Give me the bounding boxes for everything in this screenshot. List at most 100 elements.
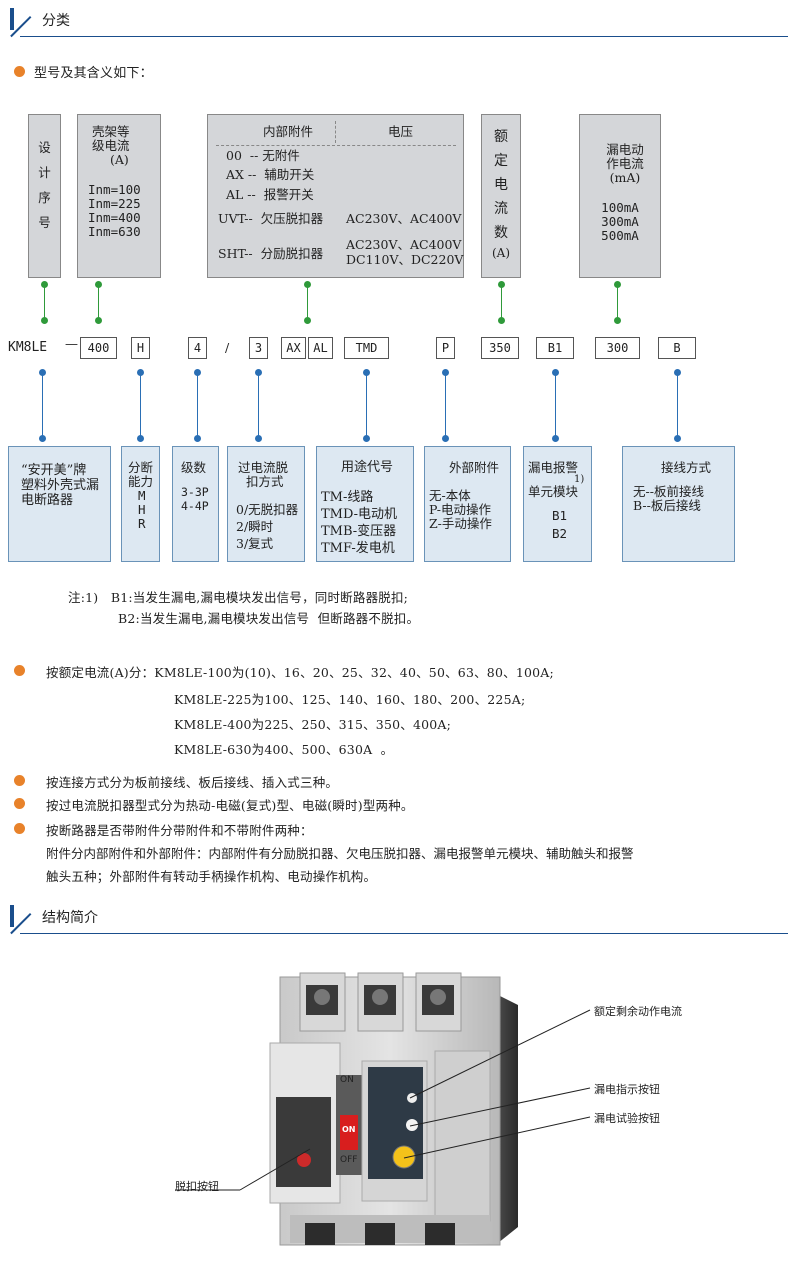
wiring-line: 无--板前接线	[633, 484, 704, 499]
connector-blue	[140, 372, 141, 438]
alarm-module-box: 漏电报警 1) 单元模块 B1 B2	[523, 446, 592, 562]
intro-text: 型号及其含义如下：	[34, 66, 153, 81]
connector-dot	[442, 435, 449, 442]
internal-header-left: 内部附件	[263, 124, 314, 139]
connector-dot	[498, 317, 505, 324]
note-line-2: B2:当发生漏电,漏电模块发出信号 但断路器不脱扣。	[118, 611, 420, 626]
current-class-line-3: KM8LE-400为225、250、315、350、400A;	[174, 717, 452, 732]
brand-box: “安开美”牌 塑料外壳式漏 电断路器	[8, 446, 111, 562]
design-char: 序	[38, 190, 51, 205]
bullet-dot	[14, 775, 25, 786]
connector-dot	[363, 369, 370, 376]
leak-title: 漏电动	[606, 142, 644, 157]
leak-title: 作电流	[606, 156, 644, 171]
brand-line: 电断路器	[21, 493, 74, 508]
trip-line: 扣方式	[246, 474, 284, 489]
external-accessory-box: 外部附件 无-本体 P-电动操作 Z-手动操作	[424, 446, 511, 562]
design-char: 计	[38, 165, 51, 180]
internal-header-right: 电压	[388, 124, 414, 139]
connector-dot	[255, 369, 262, 376]
trip-line: 2/瞬时	[236, 519, 274, 534]
callout-leak-test: 漏电试验按钮	[594, 1112, 660, 1125]
internal-divider-v	[335, 121, 337, 143]
rated-current-box: 额 定 电 流 数 (A)	[481, 114, 521, 278]
poles-line: 级数	[181, 460, 207, 475]
code-cell: 4	[188, 337, 207, 359]
breaking-line: 能力	[128, 474, 154, 489]
on-button-label: ON	[342, 1125, 356, 1134]
frame-value: Inm=225	[88, 196, 141, 211]
code-cell: B	[658, 337, 696, 359]
frame-current-box: 壳架等 级电流 (A) Inm=100 Inm=225 Inm=400 Inm=…	[77, 114, 161, 278]
bullet-dot	[14, 798, 25, 809]
connector-dot	[194, 435, 201, 442]
code-cell: H	[131, 337, 150, 359]
brand-line: “安开美”牌	[21, 463, 87, 478]
trip-mode-box: 过电流脱 扣方式 0/无脱扣器 2/瞬时 3/复式	[227, 446, 305, 562]
accessory-class-line-3: 触头五种；外部附件有转动手柄操作机构、电动操作机构。	[46, 869, 377, 884]
connector-green	[617, 284, 618, 320]
breaking-line: M	[138, 488, 146, 503]
callout-trip-button: 脱扣按钮	[175, 1180, 219, 1193]
leak-value: 300mA	[601, 214, 639, 229]
connector-dot	[255, 435, 262, 442]
leak-current-box: 漏电动 作电流 (mA) 100mA 300mA 500mA	[579, 114, 661, 278]
section-title-structure: 结构简介	[42, 910, 98, 926]
connector-dot	[552, 435, 559, 442]
usage-line: 用途代号	[341, 460, 394, 475]
connector-blue	[555, 372, 556, 438]
accessory-class-line-1: 按断路器是否带附件分带附件和不带附件两种：	[46, 823, 313, 838]
code-cell: 400	[80, 337, 117, 359]
callout-residual-current: 额定剩余动作电流	[594, 1005, 682, 1018]
connector-green	[307, 284, 308, 320]
external-line: Z-手动操作	[429, 516, 492, 531]
poles-line: 4-4P	[181, 499, 209, 513]
leak-value: 100mA	[601, 200, 639, 215]
note-line-1: 注:1) B1:当发生漏电,漏电模块发出信号，同时断路器脱扣;	[68, 590, 409, 605]
connector-dot	[614, 317, 621, 324]
connector-dot	[674, 435, 681, 442]
rated-char: 数	[494, 225, 508, 241]
external-line: 外部附件	[449, 460, 500, 475]
trip-class-line: 按过电流脱扣器型式分为热动-电磁(复式)型、电磁(瞬时)型两种。	[46, 798, 414, 813]
connector-dot	[498, 281, 505, 288]
model-slash: /	[225, 340, 230, 355]
connector-green	[501, 284, 502, 320]
internal-row: SHT-- 分励脱扣器	[218, 246, 324, 261]
breaker-illustration	[269, 972, 518, 1246]
design-sequence-box: 设 计 序 号	[28, 114, 61, 278]
poles-line: 3-3P	[181, 485, 209, 499]
frame-value: Inm=400	[88, 210, 141, 225]
wiring-line: 接线方式	[661, 460, 712, 475]
internal-row-voltage: AC230V、AC400V	[346, 237, 462, 252]
connector-dot	[137, 369, 144, 376]
connector-dot	[137, 435, 144, 442]
callout-leak-indicator: 漏电指示按钮	[594, 1083, 660, 1096]
alarm-line: 单元模块	[528, 484, 579, 499]
rated-char: 流	[494, 201, 508, 217]
model-prefix: KM8LE	[8, 340, 48, 355]
connector-dot	[194, 369, 201, 376]
frame-value: Inm=630	[88, 224, 141, 239]
connector-dot	[95, 317, 102, 324]
internal-row: 00 -- 无附件	[226, 148, 300, 163]
bullet-dot	[14, 665, 25, 676]
wiring-box: 接线方式 无--板前接线 B--板后接线	[622, 446, 735, 562]
internal-divider-h	[216, 145, 456, 146]
connector-dot	[41, 281, 48, 288]
internal-row: AX -- 辅助开关	[226, 167, 315, 182]
connector-dot	[304, 317, 311, 324]
off-label: OFF	[340, 1155, 358, 1165]
connector-dot	[39, 369, 46, 376]
connector-blue	[42, 372, 43, 438]
rated-char: 电	[494, 177, 508, 193]
connector-blue	[258, 372, 259, 438]
alarm-line: B1	[552, 508, 568, 523]
internal-row-voltage: AC230V、AC400V	[346, 211, 462, 226]
breaking-line: R	[138, 516, 146, 531]
rated-char: 定	[494, 153, 508, 169]
internal-accessory-box: 内部附件 电压 00 -- 无附件 AX -- 辅助开关 AL -- 报警开关 …	[207, 114, 464, 278]
code-cell: AL	[308, 337, 333, 359]
code-cell: 350	[481, 337, 519, 359]
